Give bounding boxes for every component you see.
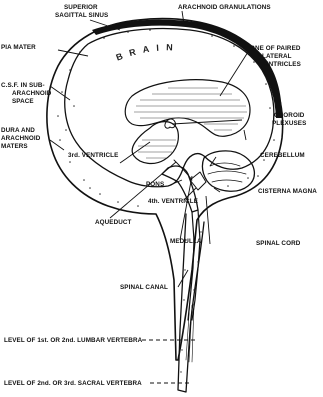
label-spinal-cord: SPINAL CORD: [256, 240, 301, 247]
label-third-ventricle: 3rd. VENTRICLE: [68, 152, 118, 159]
cerebellum-folia: [208, 163, 246, 182]
label-aqueduct: AQUEDUCT: [95, 219, 132, 226]
label-dura-arachnoid: DURA AND ARACHNOID MATERS: [1, 127, 42, 150]
superior-sagittal-sinus: [92, 20, 282, 118]
label-cisterna-magna: CISTERNA MAGNA: [258, 188, 317, 195]
label-sacral-level: LEVEL OF 2nd. OR 3rd. SACRAL VERTEBRA: [4, 380, 142, 387]
brainstem: [162, 166, 198, 212]
label-superior-sagittal-sinus: SUPERIOR SAGITTAL SINUS: [55, 4, 108, 19]
dura-outer-boundary: [47, 19, 283, 360]
label-brain-word: BRAIN: [115, 42, 180, 62]
label-choroid-plexuses: CHOROID PLEXUSES: [272, 112, 306, 127]
label-spinal-canal: SPINAL CANAL: [120, 284, 168, 291]
aqueduct-channel: [174, 160, 192, 180]
label-fourth-ventricle: 4th. VENTRICLE: [148, 198, 198, 205]
label-lumbar-level: LEVEL OF 1st. OR 2nd. LUMBAR VERTEBRA: [4, 337, 143, 344]
label-pia-mater: PIA MATER: [1, 44, 36, 51]
label-medulla: MEDULLA: [170, 238, 202, 245]
label-arachnoid-granulations: ARACHNOID GRANULATIONS: [178, 4, 271, 11]
label-csf-subarachnoid: C.S.F. IN SUB- ARACHNOID SPACE: [1, 82, 53, 105]
label-pons: PONS: [146, 181, 164, 188]
label-cerebellum: CEREBELLUM: [260, 152, 305, 159]
